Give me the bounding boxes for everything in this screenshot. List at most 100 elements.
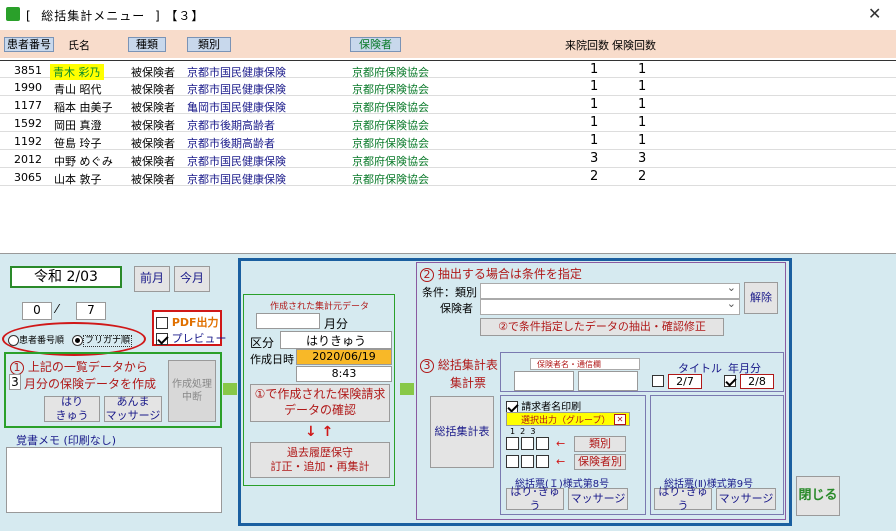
preview-checkbox[interactable]: プレビュー <box>156 330 227 346</box>
print-claimant-checkbox[interactable]: 請求者名印刷 <box>506 398 581 413</box>
group-checkboxes-row2[interactable] <box>506 455 551 471</box>
create-process-button[interactable]: 作成処理 中断 <box>168 360 216 422</box>
group-checkboxes-row1[interactable] <box>506 437 551 453</box>
radio-off-icon <box>8 335 19 346</box>
step1-text1: 1 上記の一覧データから <box>10 358 148 375</box>
form1-massage-button[interactable]: マッサージ <box>568 488 628 510</box>
checkbox-icon <box>156 317 168 329</box>
header-insurer[interactable]: 保険者 <box>350 37 401 52</box>
step1-box <box>4 352 222 428</box>
close-button[interactable]: 閉じる <box>796 476 840 516</box>
table-row[interactable]: 3851 青木 彩乃 被保険者 京都市国民健康保険 京都府保険協会 1 1 <box>0 60 896 80</box>
step2-title: 2 抽出する場合は条件を指定 <box>420 265 582 282</box>
group-close-icon[interactable]: ✕ <box>614 414 626 425</box>
arrow-box-1 <box>223 383 237 395</box>
header-id[interactable]: 患者番号 <box>4 37 54 52</box>
insurer-names-label: 保険者名・通信欄 <box>530 358 640 370</box>
header-visits: 来院回数 <box>565 39 609 52</box>
sort-highlight <box>2 322 146 356</box>
category-output-button[interactable]: 類別 <box>574 436 626 452</box>
form2-box <box>650 395 784 515</box>
window-title: [ 総括集計メニュー ] 【３】 <box>26 9 205 23</box>
arrow-box-2 <box>400 383 414 395</box>
step1-text2: 月分の保険データを作成 <box>24 377 157 391</box>
form1-hari-button[interactable]: はり･きゅう <box>506 485 564 512</box>
range-separator: ⁄ <box>56 302 59 316</box>
sort-kana-radio[interactable]: フリガナ順 <box>72 333 133 347</box>
form2-massage-button[interactable]: マッサージ <box>716 488 776 510</box>
memo-label: 覚書メモ (印刷なし) <box>16 434 117 447</box>
title-checkbox[interactable] <box>652 374 664 387</box>
step3-title: 3 総括集計表 <box>420 356 498 373</box>
memo-textarea[interactable] <box>6 447 222 513</box>
insurer-name-field-2[interactable] <box>578 371 638 391</box>
condition-label: 条件：類別 <box>422 286 477 299</box>
right-box <box>416 262 786 520</box>
era-date-field[interactable]: 令和 2/03 <box>10 266 122 288</box>
month-suffix: 月分 <box>324 317 349 331</box>
list-empty-area <box>0 186 896 254</box>
range-to-field[interactable]: 7 <box>76 302 106 320</box>
title-field[interactable]: 2/7 <box>668 374 702 389</box>
step1-number-icon: 1 <box>10 361 24 375</box>
ym-label: 年月分 <box>728 362 761 375</box>
header-kind[interactable]: 種類 <box>128 37 166 52</box>
months-field[interactable]: 3 <box>9 374 21 390</box>
pdf-output-checkbox[interactable]: PDF出力 <box>156 314 219 330</box>
clear-button[interactable]: 解除 <box>744 282 778 314</box>
step3-number-icon: 3 <box>420 359 434 373</box>
checkbox-checked-icon <box>156 333 168 345</box>
history-button[interactable]: 過去履歴保守 訂正・追加・再集計 <box>250 442 390 478</box>
group-numbers: 1 2 3 <box>510 427 536 436</box>
this-month-button[interactable]: 今月 <box>174 266 210 292</box>
form2-label: 総括票(Ⅱ)様式第9号 <box>664 479 754 490</box>
category-select[interactable] <box>480 281 740 299</box>
insurer-label: 保険者 <box>440 302 473 315</box>
header-ins-count: 保険回数 <box>612 39 656 52</box>
prev-month-button[interactable]: 前月 <box>134 266 170 292</box>
radio-on-icon <box>72 335 83 346</box>
month-field[interactable] <box>256 313 320 329</box>
kubun-label: 区分 <box>250 336 275 350</box>
form1-label: 総括票(Ｉ)様式第8号 <box>515 479 610 490</box>
step2-number-icon: 2 <box>420 268 434 282</box>
title-label: タイトル <box>678 362 722 375</box>
checkbox-icon <box>652 375 664 387</box>
summary-table-button[interactable]: 総括集計表 <box>430 396 494 468</box>
extract-button[interactable]: ②で条件指定したデータの抽出・確認修正 <box>480 318 724 336</box>
form1-box <box>500 395 646 515</box>
ym-field[interactable]: 2/8 <box>740 374 774 389</box>
date-field[interactable]: 2020/06/19 <box>296 349 392 365</box>
middle-box <box>243 294 395 486</box>
insurer-name-field-1[interactable] <box>514 371 574 391</box>
checkbox-checked-icon <box>724 375 736 387</box>
form2-hari-button[interactable]: はり･きゅう <box>654 485 712 512</box>
main-frame <box>238 258 792 526</box>
options-box <box>500 352 784 392</box>
time-field[interactable]: 8:43 <box>296 366 392 382</box>
arrow-left-icon: ← <box>556 455 566 468</box>
group-select-label: 選択出力（グループ） <box>506 412 630 426</box>
header-category[interactable]: 類別 <box>187 37 231 52</box>
step3-subtitle: 集計票 <box>450 376 487 390</box>
anma-massage-button[interactable]: あんま マッサージ <box>104 394 162 422</box>
insurer-select[interactable] <box>480 297 740 315</box>
confirm-data-button[interactable]: ①で作成された保険請求 データの確認 <box>250 384 390 422</box>
hari-kyu-button[interactable]: はり きゅう <box>44 395 100 422</box>
arrow-left-icon: ← <box>556 437 566 450</box>
title-bar <box>0 0 896 30</box>
ym-checkbox[interactable] <box>724 374 736 387</box>
app-icon <box>6 7 20 21</box>
insurer-output-button[interactable]: 保険者別 <box>574 454 626 470</box>
range-from-field[interactable]: 0 <box>22 302 52 320</box>
arrows-icon: ↓ ↑ <box>305 424 334 440</box>
close-icon[interactable]: ✕ <box>868 4 882 23</box>
sort-patient-radio[interactable]: 患者番号順 <box>8 333 64 346</box>
kubun-field[interactable]: はりきゅう <box>280 331 392 349</box>
